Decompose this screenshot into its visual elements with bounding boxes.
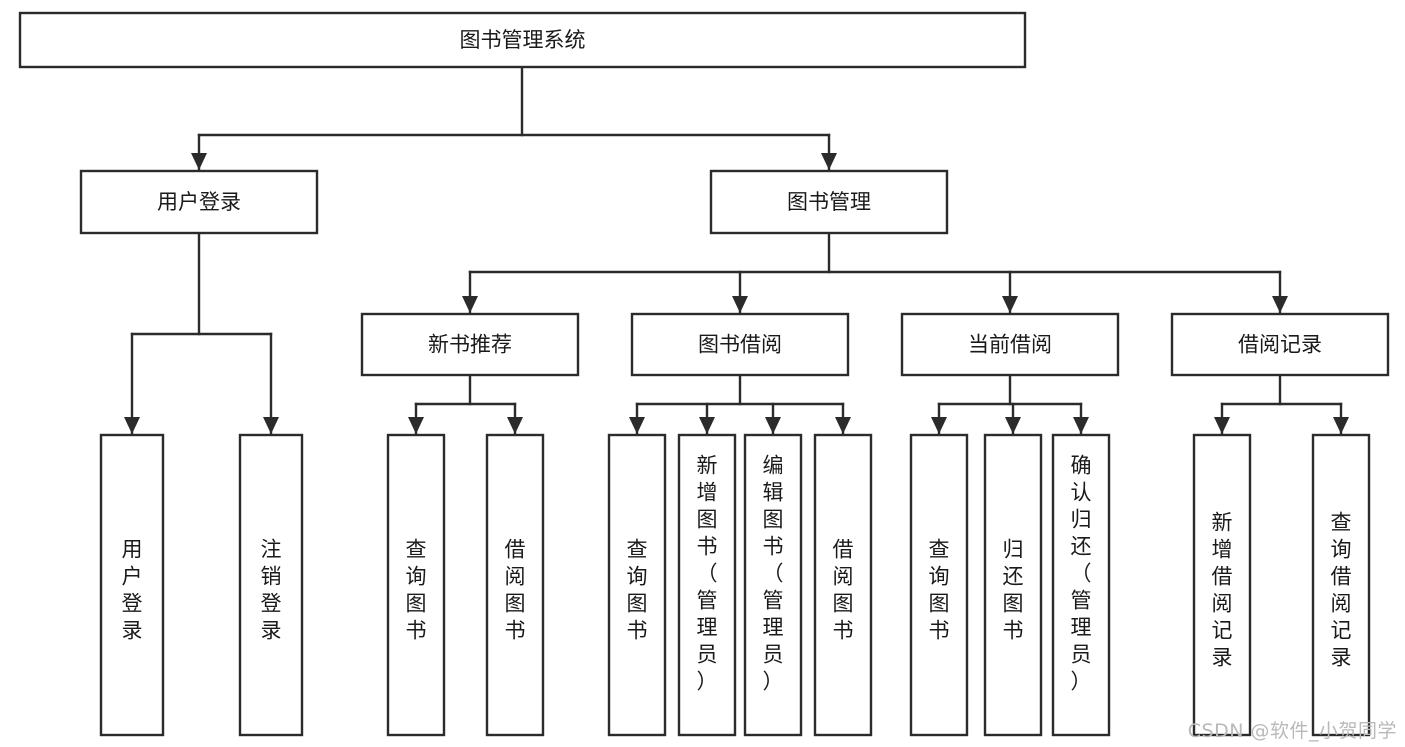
arrow-head-icon <box>1002 296 1018 313</box>
arrow-head-icon <box>629 417 645 434</box>
node-leaf-borrow-book-2[interactable]: 借阅图书 <box>813 433 873 737</box>
node-box-user-login <box>79 169 319 235</box>
arrow-head-icon <box>699 417 715 434</box>
edge-user-login-to-leaves <box>124 231 279 436</box>
node-label-leaf-edit-book-admin: 编辑图书（管理员） <box>763 453 784 693</box>
edge-current-to-leaves <box>931 373 1089 436</box>
edges-layer <box>124 65 1349 436</box>
node-box-leaf-query-book-3 <box>909 433 969 737</box>
arrow-head-icon <box>1214 417 1230 434</box>
node-box-leaf-return-book <box>983 433 1043 737</box>
node-box-leaf-add-borrow-record <box>1192 433 1252 737</box>
node-leaf-query-book-2[interactable]: 查询图书 <box>607 433 667 737</box>
csdn-watermark: CSDN @软件_小贺同学 <box>1187 720 1397 742</box>
arrow-head-icon <box>732 296 748 313</box>
node-label-leaf-add-book-admin: 新增图书（管理员） <box>697 453 718 693</box>
node-box-leaf-query-book-1 <box>386 433 446 737</box>
node-box-leaf-add-book-admin <box>677 433 737 737</box>
node-box-leaf-borrow-book-2 <box>813 433 873 737</box>
node-label-leaf-query-book-2: 查询图书 <box>627 537 648 642</box>
node-leaf-user-logout[interactable]: 注销登录 <box>238 433 304 737</box>
node-label-new-book-recommend: 新书推荐 <box>428 333 512 357</box>
node-label-book-borrow: 图书借阅 <box>698 333 782 357</box>
node-box-book-borrow <box>630 312 850 377</box>
node-root[interactable]: 图书管理系统 <box>18 11 1027 69</box>
arrow-head-icon <box>1073 417 1089 434</box>
node-book-borrow[interactable]: 图书借阅 <box>630 312 850 377</box>
edge-book-manage-to-level3 <box>462 231 1288 315</box>
node-leaf-borrow-book-1[interactable]: 借阅图书 <box>485 433 545 737</box>
node-book-manage[interactable]: 图书管理 <box>709 169 949 235</box>
arrow-head-icon <box>1333 417 1349 434</box>
node-box-root <box>18 11 1027 69</box>
node-label-leaf-user-logout: 注销登录 <box>261 537 282 642</box>
arrow-head-icon <box>191 153 207 170</box>
node-new-book-recommend[interactable]: 新书推荐 <box>360 312 580 377</box>
node-label-current-borrow: 当前借阅 <box>968 333 1052 357</box>
node-label-leaf-query-book-1: 查询图书 <box>406 537 427 642</box>
node-leaf-return-book[interactable]: 归还图书 <box>983 433 1043 737</box>
node-box-leaf-query-book-2 <box>607 433 667 737</box>
node-user-login[interactable]: 用户登录 <box>79 169 319 235</box>
nodes-layer: 图书管理系统用户登录图书管理新书推荐图书借阅当前借阅借阅记录用户登录注销登录查询… <box>18 11 1390 737</box>
node-box-borrow-record <box>1170 312 1390 377</box>
node-leaf-query-borrow-record[interactable]: 查询借阅记录 <box>1311 433 1371 737</box>
arrow-head-icon <box>408 417 424 434</box>
node-box-leaf-user-logout <box>238 433 304 737</box>
node-leaf-query-book-3[interactable]: 查询图书 <box>909 433 969 737</box>
node-label-leaf-return-book: 归还图书 <box>1003 537 1024 642</box>
arrow-head-icon <box>1005 417 1021 434</box>
node-box-leaf-confirm-return-admin <box>1051 433 1111 737</box>
arrow-head-icon <box>263 417 279 434</box>
node-leaf-user-login[interactable]: 用户登录 <box>99 433 165 737</box>
edge-root-to-level2 <box>191 65 837 172</box>
node-label-borrow-record: 借阅记录 <box>1238 333 1322 357</box>
node-label-user-login: 用户登录 <box>157 190 241 214</box>
node-leaf-confirm-return-admin[interactable]: 确认归还（管理员） <box>1051 433 1111 737</box>
arrow-head-icon <box>507 417 523 434</box>
edge-recommend-to-leaves <box>408 373 523 436</box>
node-box-new-book-recommend <box>360 312 580 377</box>
node-label-leaf-confirm-return-admin: 确认归还（管理员） <box>1071 453 1092 693</box>
node-label-leaf-query-borrow-record: 查询借阅记录 <box>1331 510 1352 669</box>
node-box-leaf-edit-book-admin <box>743 433 803 737</box>
node-label-root: 图书管理系统 <box>460 28 586 52</box>
node-label-leaf-borrow-book-2: 借阅图书 <box>833 537 854 642</box>
node-box-book-manage <box>709 169 949 235</box>
node-box-leaf-query-borrow-record <box>1311 433 1371 737</box>
node-label-book-manage: 图书管理 <box>787 190 871 214</box>
arrow-head-icon <box>124 417 140 434</box>
node-label-leaf-user-login: 用户登录 <box>122 537 143 642</box>
node-leaf-add-book-admin[interactable]: 新增图书（管理员） <box>677 433 737 737</box>
arrow-head-icon <box>821 153 837 170</box>
node-borrow-record[interactable]: 借阅记录 <box>1170 312 1390 377</box>
node-box-leaf-borrow-book-1 <box>485 433 545 737</box>
node-current-borrow[interactable]: 当前借阅 <box>900 312 1120 377</box>
node-label-leaf-add-borrow-record: 新增借阅记录 <box>1212 510 1233 669</box>
arrow-head-icon <box>462 296 478 313</box>
node-leaf-query-book-1[interactable]: 查询图书 <box>386 433 446 737</box>
edge-record-to-leaves <box>1214 373 1349 436</box>
node-box-leaf-user-login <box>99 433 165 737</box>
arrow-head-icon <box>931 417 947 434</box>
arrow-head-icon <box>1272 296 1288 313</box>
node-label-leaf-borrow-book-1: 借阅图书 <box>505 537 526 642</box>
arrow-head-icon <box>765 417 781 434</box>
node-label-leaf-query-book-3: 查询图书 <box>929 537 950 642</box>
arrow-head-icon <box>835 417 851 434</box>
node-leaf-edit-book-admin[interactable]: 编辑图书（管理员） <box>743 433 803 737</box>
node-leaf-add-borrow-record[interactable]: 新增借阅记录 <box>1192 433 1252 737</box>
node-box-current-borrow <box>900 312 1120 377</box>
edge-borrow-to-leaves <box>629 373 851 436</box>
